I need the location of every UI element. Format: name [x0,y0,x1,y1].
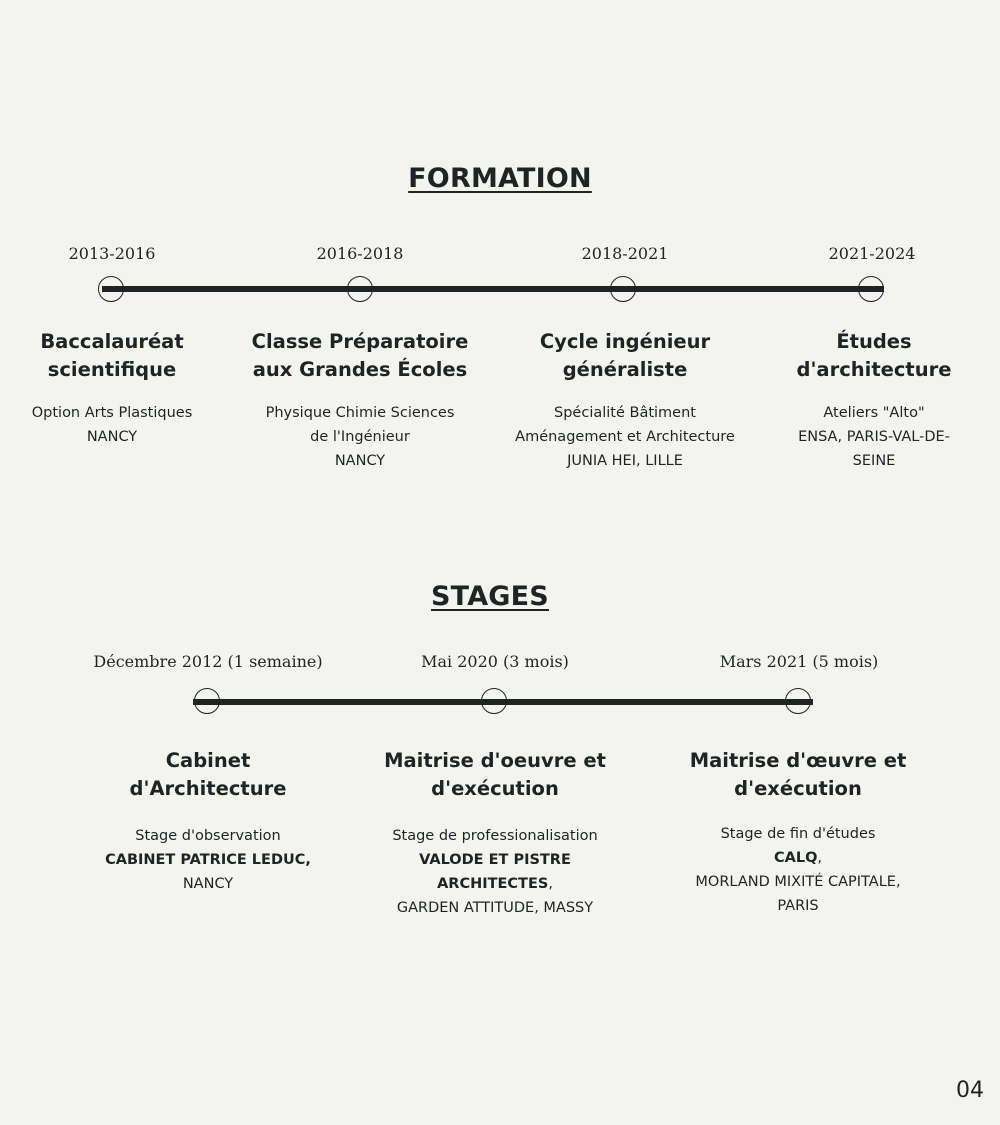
stages-date-1: Décembre 2012 (1 semaine) [93,652,323,671]
formation-timeline-line [102,286,884,292]
stages-date-2: Mai 2020 (3 mois) [421,652,569,671]
formation-node-4 [858,276,884,302]
stages-desc-1: Stage d'observation CABINET PATRICE LEDU… [105,828,311,892]
stages-desc-2: Stage de professionalisation VALODE ET P… [392,828,598,916]
formation-date-1: 2013-2016 [68,244,156,263]
formation-node-2 [347,276,373,302]
stages-title: STAGES [431,581,549,612]
page-number: 04 [956,1078,984,1103]
formation-desc-4: Ateliers "Alto"ENSA, PARIS-VAL-DE-SEINE [798,405,950,469]
stages-date-3: Mars 2021 (5 mois) [719,652,879,671]
formation-date-3: 2018-2021 [581,244,669,263]
stages-node-1 [194,688,220,714]
stages-node-2 [481,688,507,714]
stages-desc-3: Stage de fin d'études CALQ, MORLAND MIXI… [695,826,901,914]
formation-date-4: 2021-2024 [828,244,916,263]
formation-title: FORMATION [408,163,592,194]
formation-node-3 [610,276,636,302]
stages-node-3 [785,688,811,714]
formation-date-2: 2016-2018 [316,244,404,263]
formation-node-1 [98,276,124,302]
